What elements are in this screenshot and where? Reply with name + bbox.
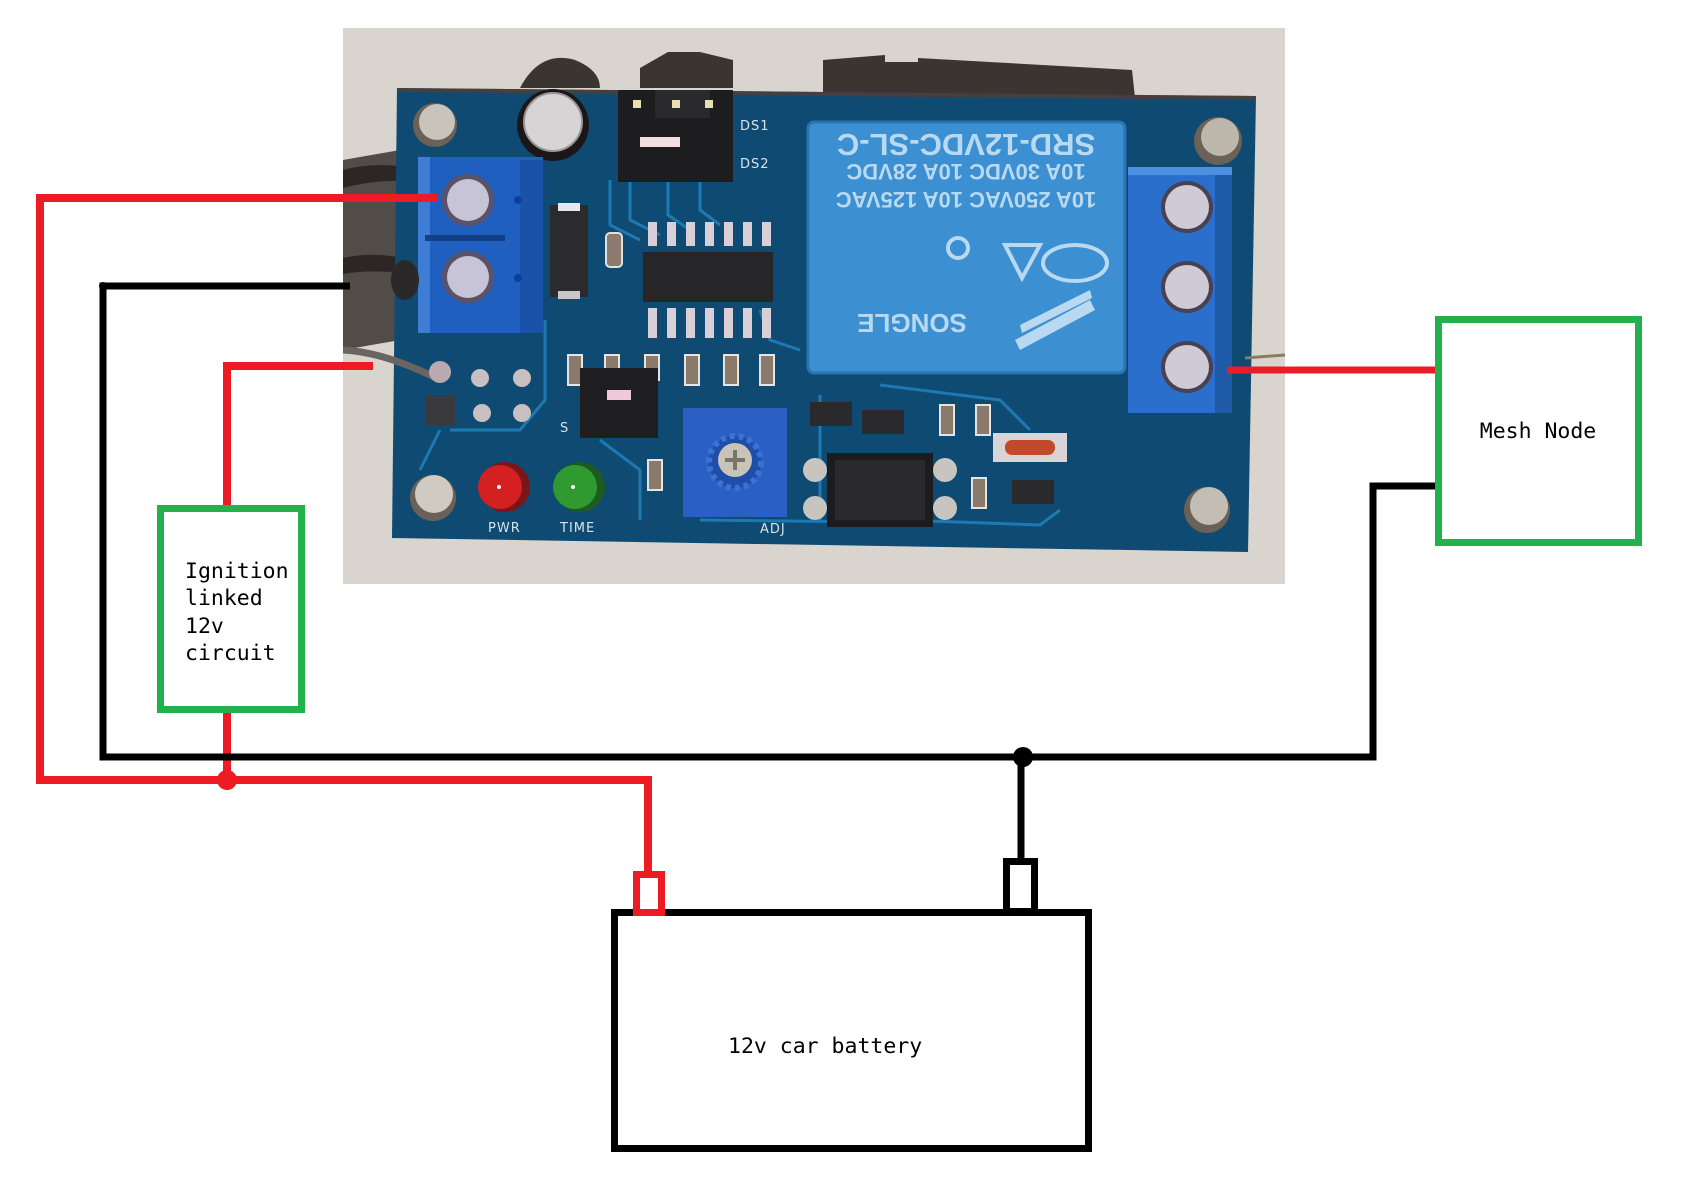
smd-diode <box>550 203 588 299</box>
relay-songle-logo <box>1015 290 1095 350</box>
ignition-label-line-1: Ignition <box>185 559 289 584</box>
relay-module-photo: DS1 DS2 <box>342 28 1286 584</box>
pcb-traces <box>418 180 1061 527</box>
battery-body <box>611 909 1092 1152</box>
smd-resistor <box>605 232 623 268</box>
junction-positive <box>217 770 237 790</box>
s-jumper <box>580 368 658 438</box>
capacitor <box>517 89 589 161</box>
silk-ds1: DS1 <box>740 119 770 134</box>
wire-ground-to-relay-input <box>99 282 1438 761</box>
ignition-circuit-box: Ignition linked 12v circuit <box>157 505 305 713</box>
wire-battery-positive-to-relay-input <box>36 194 652 875</box>
ignition-label-line-2: linked <box>185 586 263 611</box>
car-battery: 12v car battery <box>611 858 1092 1152</box>
mesh-node-label: Mesh Node <box>1480 419 1597 444</box>
mounting-holes <box>410 103 1242 533</box>
header-shadow <box>520 57 600 88</box>
output-wire-stub <box>1244 353 1286 360</box>
relay: SRD-12VDC-SL-C 10A 30VDC 10A 28VDC 10A 2… <box>806 120 1127 375</box>
silk-adj: ADJ <box>760 522 786 537</box>
ignition-label-line-4: circuit <box>185 641 276 666</box>
optocoupler <box>803 453 957 527</box>
time-led <box>553 462 605 512</box>
relay-rating-dc: 10A 30VDC 10A 28VDC <box>846 159 1085 184</box>
wire-ignition-to-relay-trigger <box>223 362 373 508</box>
junction-ground <box>1013 747 1033 767</box>
silk-pwr: PWR <box>488 521 521 536</box>
ic-chip <box>643 222 773 338</box>
wire-end-dot <box>99 282 107 290</box>
potentiometer <box>683 408 787 517</box>
smd-components <box>567 354 991 509</box>
output-terminal-block <box>1128 167 1232 413</box>
wires <box>36 194 1438 875</box>
battery-negative-terminal <box>1003 858 1038 915</box>
relay-rating-ac: 10A 250VAC 10A 125VAC <box>836 187 1097 212</box>
relay-logos <box>946 236 1109 283</box>
pwr-led <box>478 462 530 512</box>
jumper-shadow <box>640 52 733 88</box>
relay-brand: SONGLE <box>857 308 967 338</box>
silk-s: S <box>560 421 569 436</box>
battery-label: 12v car battery <box>728 1034 922 1059</box>
battery-positive-terminal-overlap <box>633 909 665 916</box>
pcb-edge <box>397 88 1256 100</box>
orange-diode <box>993 433 1067 462</box>
battery-positive-terminal <box>633 871 665 918</box>
input-terminal-block <box>418 157 543 333</box>
ignition-label-line-3: 12v <box>185 614 224 639</box>
silk-ds2: DS2 <box>740 157 770 172</box>
ds-jumper <box>618 90 733 182</box>
mesh-node-box: Mesh Node <box>1435 316 1642 546</box>
trigger-pins <box>342 346 531 425</box>
transistors <box>810 402 1054 504</box>
relay-model: SRD-12VDC-SL-C <box>837 127 1095 162</box>
silk-time: TIME <box>559 521 595 536</box>
wire-insulation <box>391 260 419 300</box>
relay-shadow <box>823 55 1135 98</box>
